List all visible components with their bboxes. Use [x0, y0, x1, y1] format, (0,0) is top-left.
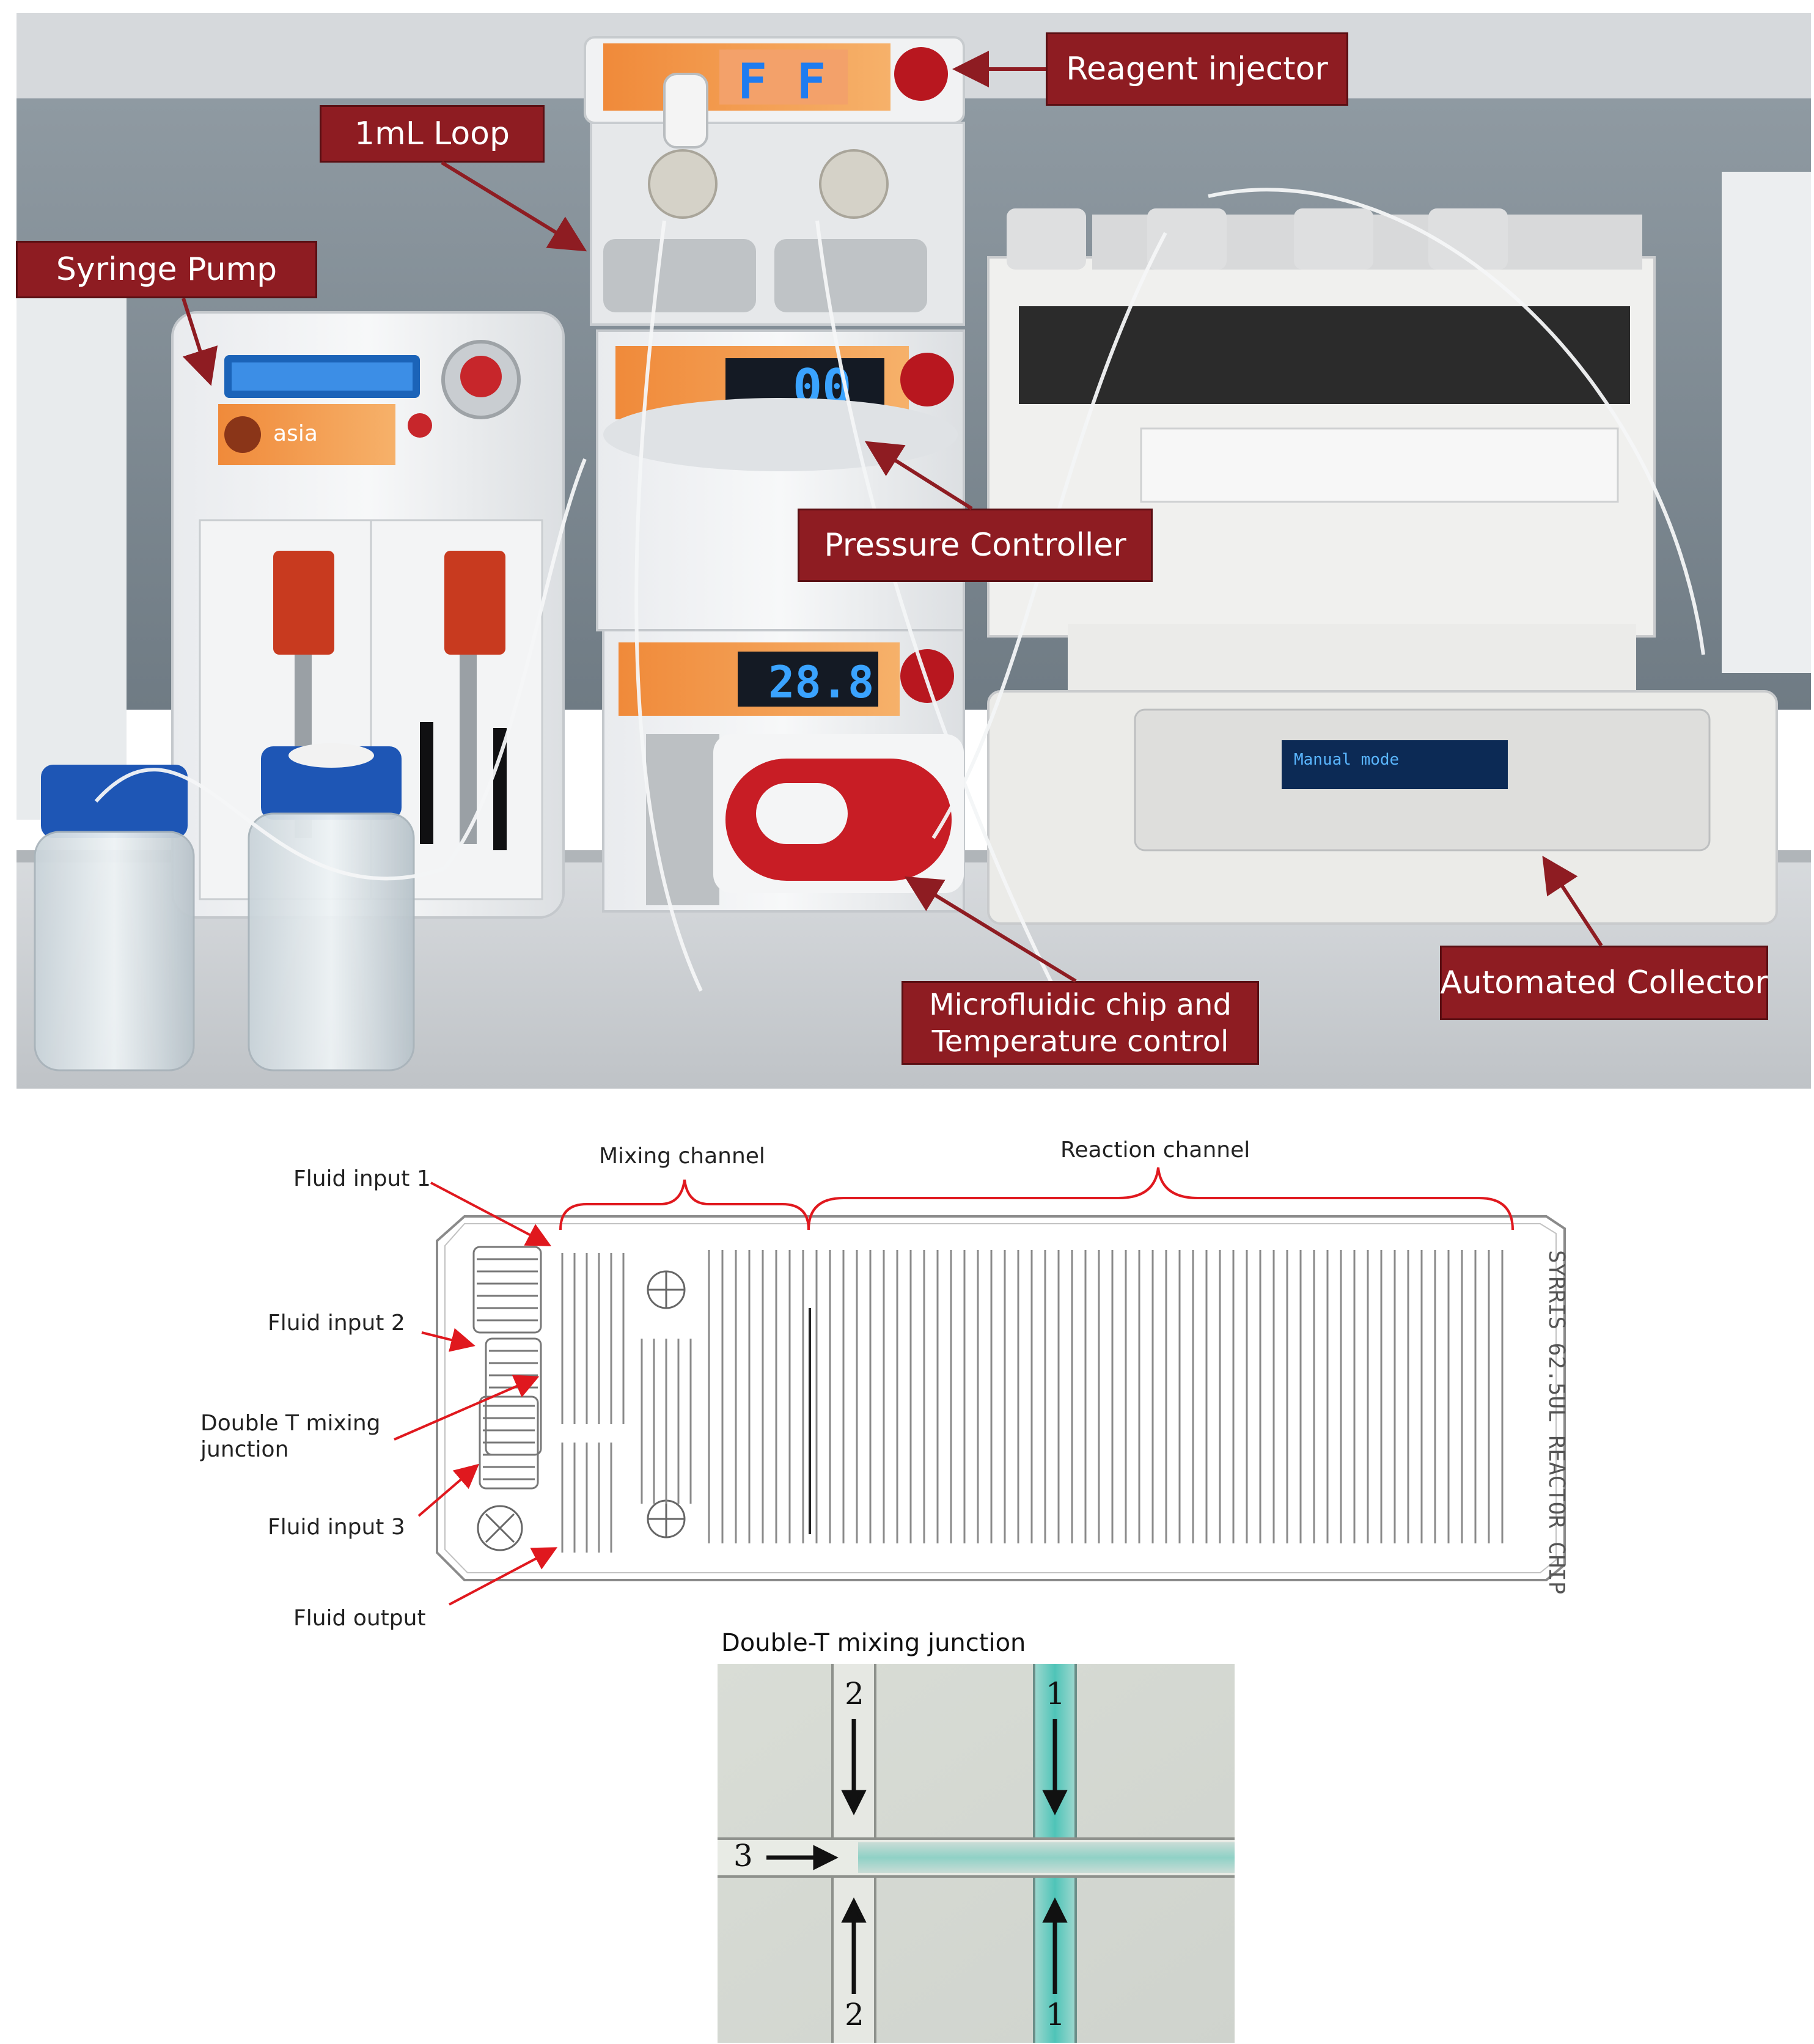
lab-setup-photo: asia F F 00	[17, 13, 1811, 1089]
arrow-fluid-input-1	[430, 1182, 552, 1246]
micro-label-top-left: 2	[845, 1676, 864, 1711]
label-reaction-channel: Reaction channel	[1060, 1138, 1250, 1163]
arrow-microfluidic	[904, 876, 1077, 983]
chip-outline	[436, 1215, 1566, 1581]
arrow-fluid-input-2	[421, 1328, 476, 1352]
micro-label-bottom-right: 1	[1046, 1997, 1065, 2032]
callout-reagent-injector: Reagent injector	[1046, 32, 1348, 106]
reaction-channel-bracket	[807, 1167, 1514, 1230]
micro-label-bottom-left: 2	[845, 1997, 864, 2032]
label-fluid-input-3: Fluid input 3	[268, 1515, 405, 1540]
syringe-pump-brand: asia	[273, 421, 318, 446]
micrograph-title: Double-T mixing junction	[721, 1629, 1026, 1657]
label-fluid-input-1: Fluid input 1	[293, 1166, 431, 1191]
double-t-micrograph: 2 1 3 2 1	[718, 1664, 1235, 2043]
arrow-1ml-loop	[441, 161, 587, 252]
callout-1ml-loop: 1mL Loop	[320, 105, 545, 163]
label-double-t-junction: Double T mixing junction	[200, 1411, 381, 1463]
mixing-channel-bracket	[559, 1179, 810, 1230]
callout-microfluidic-chip: Microfluidic chip and Temperature contro…	[901, 981, 1259, 1065]
alignment-mark-bottom	[647, 1499, 686, 1539]
label-mixing-channel: Mixing channel	[599, 1144, 765, 1169]
chip-side-text: SYRRIS 62.5UL REACTOR CHIP	[1544, 1250, 1569, 1595]
collector-display: Manual mode	[1294, 751, 1399, 769]
arrow-double-t	[394, 1375, 540, 1441]
outlet-mark	[477, 1505, 523, 1551]
mixing-channel-serpentine	[561, 1253, 692, 1553]
callout-automated-collector: Automated Collector	[1440, 946, 1768, 1020]
micro-label-left: 3	[733, 1838, 753, 1873]
callout-syringe-pump: Syringe Pump	[16, 241, 317, 298]
label-fluid-output: Fluid output	[293, 1606, 426, 1631]
arrow-pressure-controller	[864, 441, 973, 510]
arrow-fluid-output	[449, 1547, 558, 1606]
temperature-display: 28.8	[768, 656, 874, 708]
injector-display: F F	[738, 53, 826, 110]
alignment-mark-top	[647, 1270, 686, 1309]
photo-arrows	[182, 51, 1603, 983]
reactor-chip-diagram: SYRRIS 62.5UL REACTOR CHIP	[394, 1167, 1569, 1606]
label-fluid-input-2: Fluid input 2	[268, 1311, 405, 1336]
arrow-syringe-pump	[182, 298, 218, 386]
arrow-fluid-input-3	[417, 1463, 480, 1517]
callout-pressure-controller: Pressure Controller	[798, 509, 1153, 582]
reaction-channel-serpentine	[708, 1250, 1504, 1543]
arrow-automated-collector	[1542, 855, 1603, 947]
inlet-serpentines	[472, 1246, 542, 1490]
micro-label-top-right: 1	[1046, 1676, 1065, 1711]
